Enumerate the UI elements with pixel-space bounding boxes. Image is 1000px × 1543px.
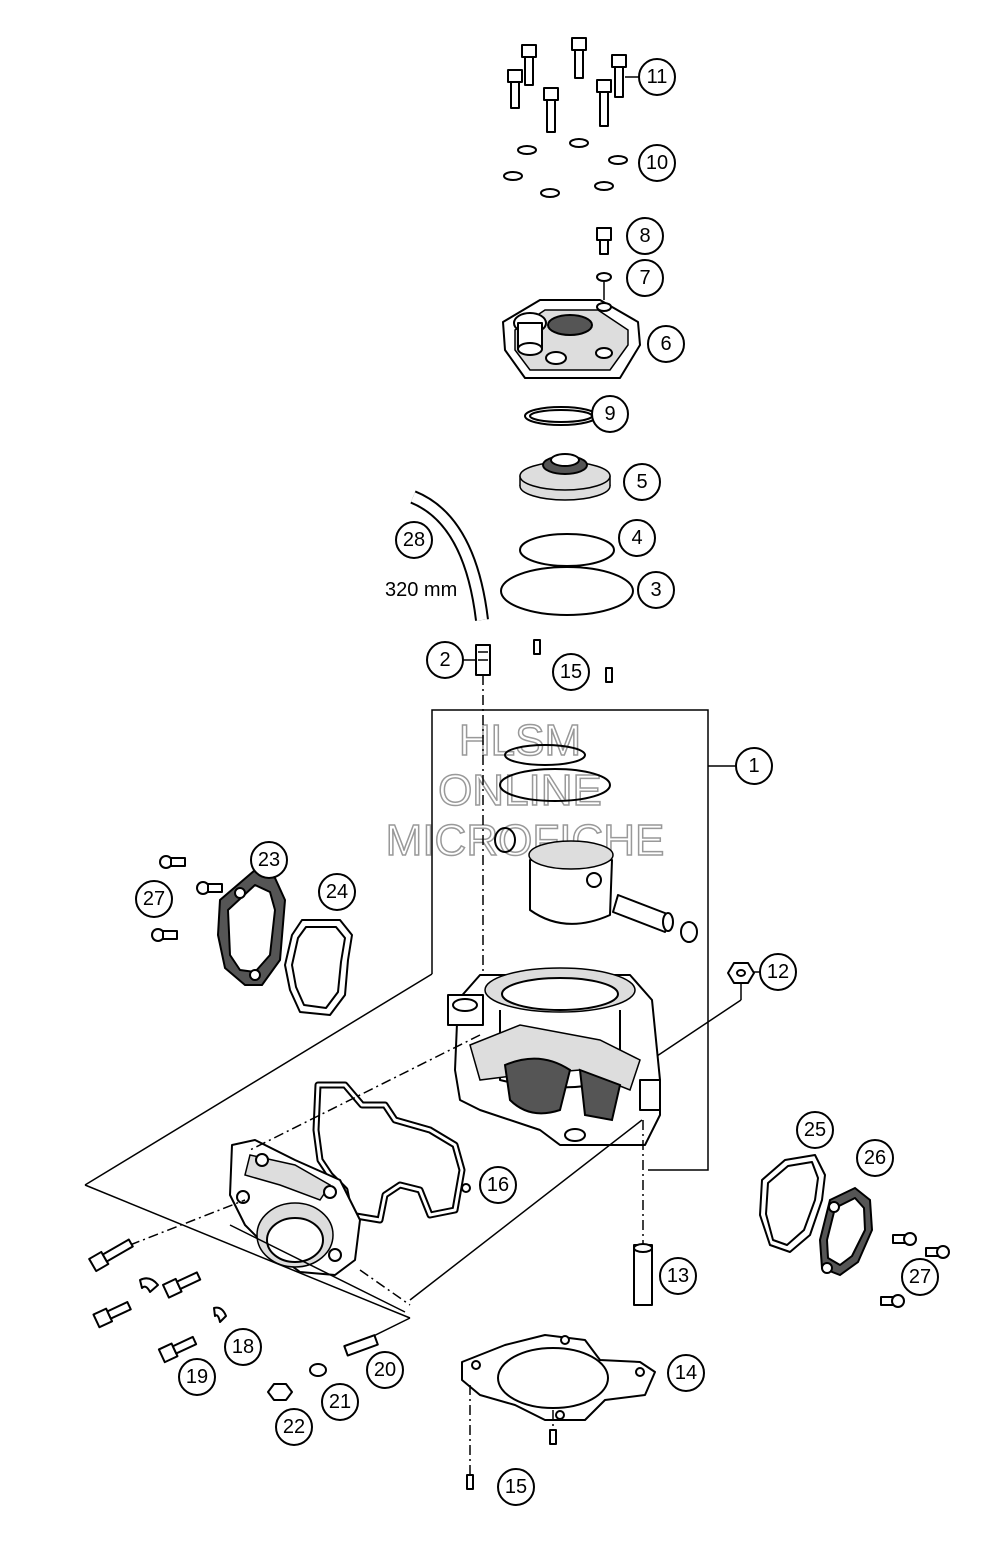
dowel-pins-top	[533, 639, 613, 683]
head-bolts	[507, 37, 627, 133]
svg-text:18: 18	[232, 1336, 254, 1358]
callout-18: 18	[224, 1328, 262, 1366]
svg-text:12: 12	[767, 961, 789, 983]
callout-15-top: 15	[552, 653, 590, 691]
svg-text:3: 3	[650, 579, 661, 601]
piston-kit-frame	[84, 709, 736, 1319]
callout-27-right: 27	[901, 1258, 939, 1296]
cover-right	[759, 1154, 874, 1277]
callout-19: 19	[178, 1358, 216, 1396]
intake-fasteners	[88, 1238, 379, 1401]
nut	[647, 962, 755, 1063]
cylinder	[447, 967, 661, 1146]
svg-text:20: 20	[374, 1359, 396, 1381]
callout-22: 22	[275, 1408, 313, 1446]
stud	[633, 1120, 653, 1306]
nipple	[475, 644, 491, 1000]
svg-text:21: 21	[329, 1391, 351, 1413]
svg-text:7: 7	[639, 267, 650, 289]
callout-7: 7	[626, 259, 664, 297]
callout-2: 2	[426, 641, 464, 679]
svg-text:24: 24	[326, 881, 348, 903]
callout-5: 5	[623, 463, 661, 501]
screws-left	[151, 855, 223, 942]
callout-15-bottom: 15	[497, 1468, 535, 1506]
o-rings-large	[500, 533, 634, 616]
callout-26: 26	[856, 1139, 894, 1177]
svg-text:28: 28	[403, 529, 425, 551]
svg-text:22: 22	[283, 1416, 305, 1438]
callout-28: 28	[395, 521, 433, 559]
watermark: HLSM ONLINE MICROFICHE	[385, 715, 665, 866]
svg-text:2: 2	[439, 649, 450, 671]
callout-21: 21	[321, 1383, 359, 1421]
callout-10: 10	[638, 144, 676, 182]
svg-text:5: 5	[636, 471, 647, 493]
callout-11: 11	[638, 58, 676, 96]
callout-4: 4	[618, 519, 656, 557]
svg-text:26: 26	[864, 1147, 886, 1169]
svg-text:15: 15	[505, 1476, 527, 1498]
callout-24: 24	[318, 873, 356, 911]
base-gasket	[461, 1334, 656, 1490]
intake-manifold	[229, 1139, 361, 1276]
svg-text:1: 1	[748, 755, 759, 777]
o-ring-small	[524, 406, 598, 426]
callout-27-left: 27	[135, 880, 173, 918]
head-washers	[503, 138, 628, 198]
screws-right	[880, 1232, 950, 1308]
callout-8: 8	[626, 217, 664, 255]
combustion-chamber	[519, 453, 611, 501]
callout-13: 13	[659, 1257, 697, 1295]
callout-1: 1	[735, 747, 773, 785]
callout-3: 3	[637, 571, 675, 609]
svg-text:9: 9	[604, 403, 615, 425]
svg-text:13: 13	[667, 1265, 689, 1287]
callout-25: 25	[796, 1111, 834, 1149]
svg-text:15: 15	[560, 661, 582, 683]
svg-text:25: 25	[804, 1119, 826, 1141]
vent-hose: 320 mm	[385, 490, 489, 621]
hose-length-label: 320 mm	[385, 579, 457, 601]
cover-left	[216, 868, 353, 1016]
callout-16: 16	[479, 1166, 517, 1204]
svg-text:27: 27	[143, 888, 165, 910]
head-screw	[596, 227, 612, 300]
svg-text:27: 27	[909, 1266, 931, 1288]
watermark-line-3: MICROFICHE	[386, 816, 665, 865]
callout-9: 9	[591, 395, 629, 433]
callout-6: 6	[647, 325, 685, 363]
svg-text:6: 6	[660, 333, 671, 355]
watermark-line-1: HLSM	[459, 716, 581, 765]
svg-text:14: 14	[675, 1362, 697, 1384]
svg-text:23: 23	[258, 849, 280, 871]
svg-text:8: 8	[639, 225, 650, 247]
svg-text:11: 11	[647, 66, 668, 88]
cylinder-head	[502, 299, 641, 379]
svg-text:10: 10	[646, 152, 668, 174]
callout-20: 20	[366, 1351, 404, 1389]
callout-12: 12	[759, 953, 797, 991]
callout-23: 23	[250, 841, 288, 879]
svg-text:4: 4	[631, 527, 642, 549]
svg-text:19: 19	[186, 1366, 208, 1388]
callout-14: 14	[667, 1354, 705, 1392]
piston-assembly	[494, 744, 698, 943]
svg-text:16: 16	[487, 1174, 509, 1196]
